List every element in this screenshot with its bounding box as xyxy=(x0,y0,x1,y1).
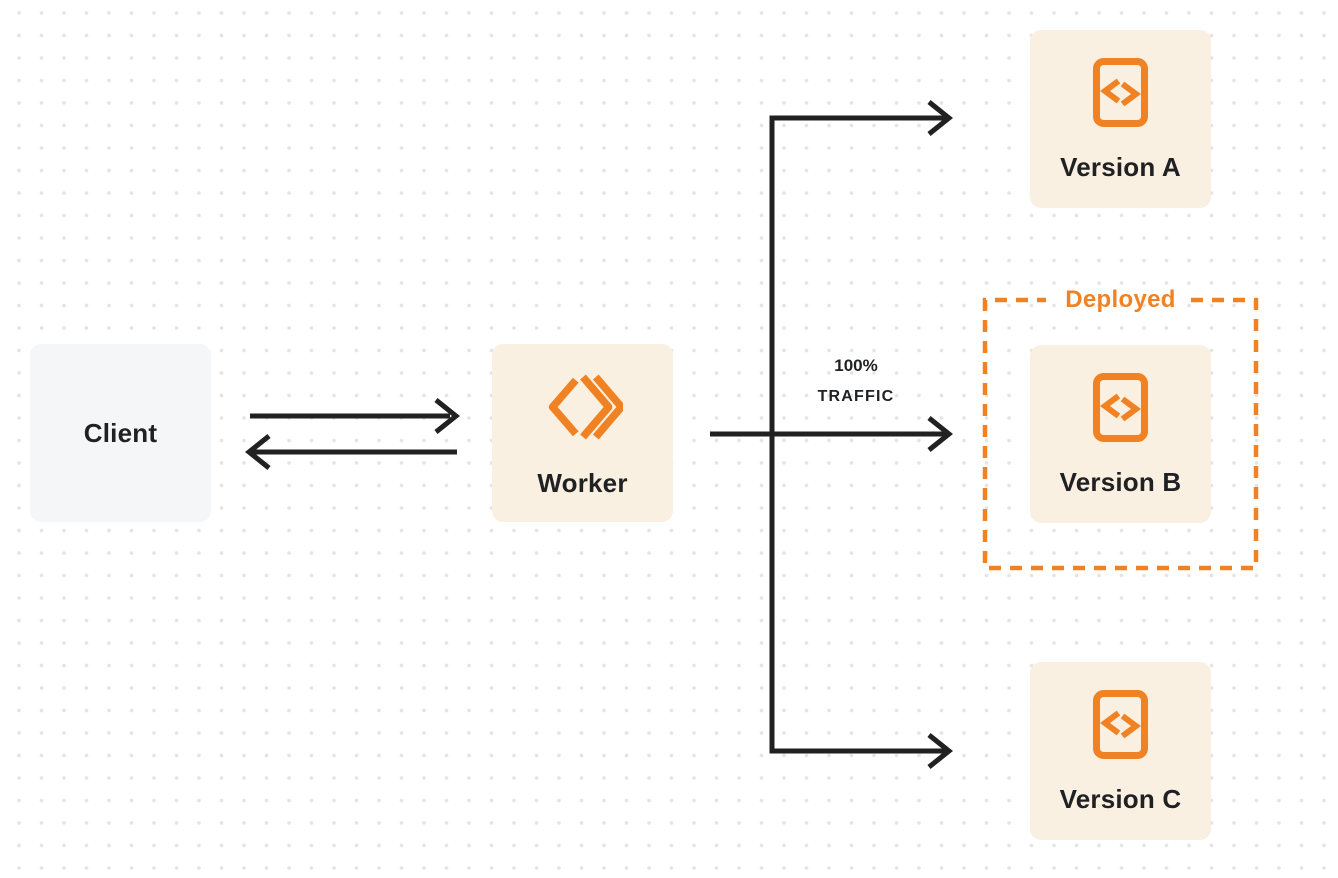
deployed-group-label: Deployed xyxy=(1065,286,1176,313)
traffic-label: 100% TRAFFIC xyxy=(795,350,917,412)
traffic-word: TRAFFIC xyxy=(817,388,895,405)
version-b-label: Version B xyxy=(1059,466,1182,497)
arrowhead-version-b xyxy=(927,416,954,452)
client-label: Client xyxy=(83,418,158,448)
arrowhead-worker-to-client xyxy=(244,434,271,470)
version-a-node: Version A xyxy=(1030,30,1211,208)
version-c-label: Version C xyxy=(1059,783,1182,814)
version-c-node: Version C xyxy=(1030,662,1211,840)
code-file-icon xyxy=(1093,372,1148,442)
traffic-percent: 100% xyxy=(834,356,878,375)
deployed-outline xyxy=(982,297,1259,571)
worker-node: Worker xyxy=(492,344,673,522)
arrowhead-client-to-worker xyxy=(434,398,461,434)
version-b-node: Version B xyxy=(1030,345,1211,523)
client-node: Client xyxy=(30,344,211,522)
worker-label: Worker xyxy=(537,468,628,498)
arrowhead-version-c xyxy=(927,733,954,769)
code-file-icon xyxy=(1093,57,1148,127)
workers-logo-icon xyxy=(548,374,623,440)
version-a-label: Version A xyxy=(1060,151,1181,182)
arrowhead-version-a xyxy=(927,100,954,136)
code-file-icon xyxy=(1093,689,1148,759)
